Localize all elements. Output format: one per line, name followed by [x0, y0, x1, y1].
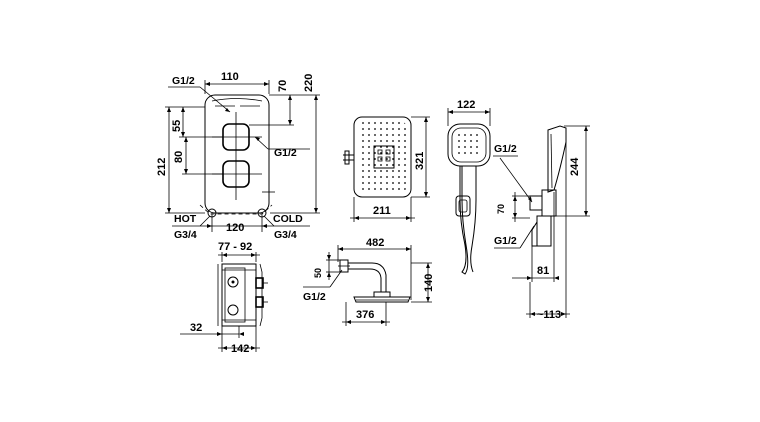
thread-cold: G3/4 [274, 229, 297, 241]
holder-dim-bracket: 70 [496, 204, 506, 214]
arm-dim-drop: 140 [423, 274, 435, 292]
hand-shower: 122 [447, 99, 491, 275]
holder-thread-top: G1/2 [494, 143, 517, 155]
inlet-thread-top: G1/2 [172, 75, 195, 87]
dim-bottom-width: 120 [226, 222, 244, 234]
valve-front-view: 110 G1/2 70 220 G1/2 212 55 [156, 71, 320, 241]
thread-hot: G3/4 [174, 229, 197, 241]
dim-between: 80 [173, 151, 185, 163]
rain-head-dim-height: 321 [414, 152, 426, 170]
dim-offset-top: 70 [277, 80, 289, 92]
dim-side-left: 32 [190, 322, 202, 334]
dim-upper: 55 [171, 120, 183, 132]
label-cold: COLD [273, 213, 303, 225]
dim-side-bottom: 142 [231, 343, 249, 355]
dim-width-top: 110 [221, 71, 239, 83]
holder-dim-height: 244 [569, 157, 581, 176]
valve-body-side-view: 77 - 92 32 142 [180, 241, 268, 355]
rain-shower-head: 321 211 [343, 116, 430, 222]
holder-dim-total: ~113 [537, 309, 561, 321]
hand-shower-dim-width: 122 [457, 99, 475, 111]
rain-head-dim-width: 211 [373, 205, 391, 217]
arm-dim-length: 482 [366, 237, 384, 249]
arm-dim-outlet: 50 [313, 268, 323, 278]
dim-height-right: 220 [303, 74, 315, 92]
arm-thread: G1/2 [303, 291, 326, 303]
holder-dim-depth: 81 [537, 265, 549, 277]
outlet-thread-right: G1/2 [274, 147, 297, 159]
dim-depth-range: 77 - 92 [218, 241, 252, 253]
hand-shower-holder-side: 244 G1/2 70 G1/2 81 ~113 [493, 125, 590, 321]
shower-arm-side-view: 482 50 G1/2 140 376 [303, 237, 435, 326]
valve-cover-plate [204, 94, 270, 214]
label-hot: HOT [174, 213, 197, 225]
arm-dim-offset: 376 [356, 309, 374, 321]
dim-height-left: 212 [156, 158, 168, 176]
holder-thread-bottom: G1/2 [494, 235, 517, 247]
